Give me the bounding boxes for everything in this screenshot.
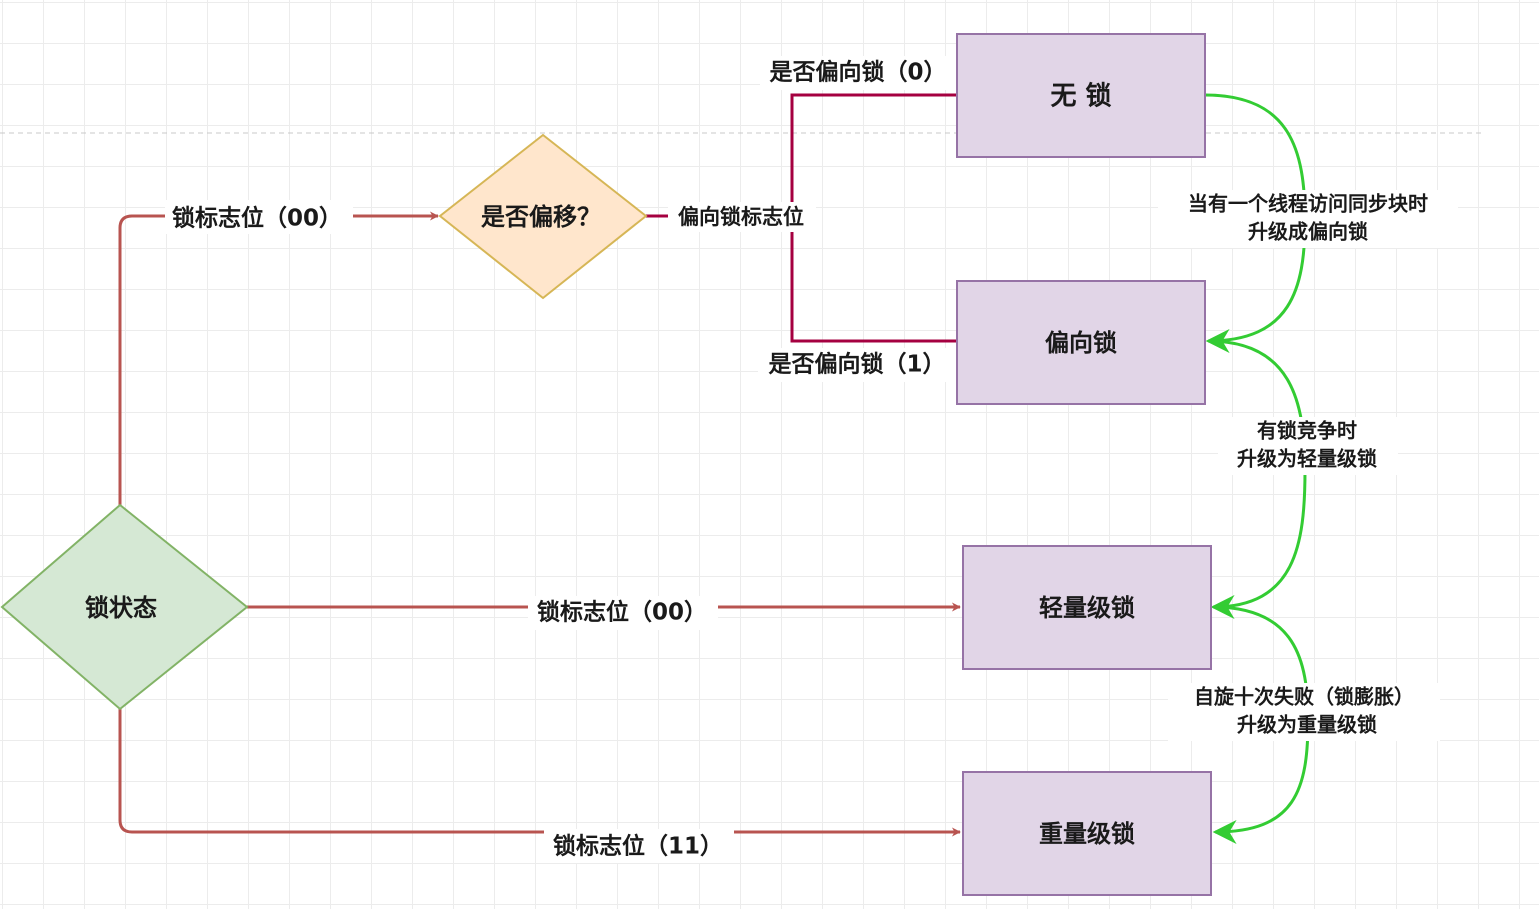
no-lock-label: 无 锁 xyxy=(1050,81,1111,112)
heavyweight-lock-label: 重量级锁 xyxy=(1039,820,1135,848)
lock-state-label: 锁状态 xyxy=(85,594,157,622)
edge-label-bg xyxy=(760,56,956,90)
edge-label-is-biased-1: 是否偏向锁（1） xyxy=(768,351,945,378)
heavyweight-lock-node[interactable] xyxy=(962,771,1212,896)
lock-state-node[interactable] xyxy=(0,503,249,711)
edge-label-upgrade-heavy-line2: 升级为重量级锁 xyxy=(1237,713,1377,737)
edge-label-upgrade-light-line2: 升级为轻量级锁 xyxy=(1237,447,1377,471)
edge-label-bg xyxy=(668,202,816,232)
edge-label-lock-flag-00-mid: 锁标志位（00） xyxy=(537,599,707,626)
edge-label-upgrade-light-line1: 有锁竞争时 xyxy=(1257,419,1357,443)
no-lock-node[interactable] xyxy=(956,33,1206,158)
edge-label-bg xyxy=(544,829,734,863)
edge-label-bg xyxy=(165,200,353,234)
edge-label-upgrade-heavy-line1: 自旋十次失败（锁膨胀） xyxy=(1194,685,1414,709)
edge-label-bg xyxy=(1168,683,1440,741)
lightweight-lock-label: 轻量级锁 xyxy=(1039,594,1135,622)
edge-label-biased-flag: 偏向锁标志位 xyxy=(678,205,804,229)
biased-lock-node[interactable] xyxy=(956,280,1206,405)
biased-lock-label: 偏向锁 xyxy=(1045,329,1117,357)
edge-label-lock-flag-00-top: 锁标志位（00） xyxy=(172,205,342,232)
edge-label-bg xyxy=(1158,190,1458,248)
edge-label-bg xyxy=(1218,417,1398,475)
edge-label-upgrade-biased-line2: 升级成偏向锁 xyxy=(1248,220,1368,244)
edge-label-bg xyxy=(528,596,718,630)
edge-label-is-biased-0: 是否偏向锁（0） xyxy=(769,59,946,86)
edge-state-to-heavyweight xyxy=(118,709,961,837)
edge-branch-to-states xyxy=(790,93,957,343)
edge-label-upgrade-biased-line1: 当有一个线程访问同步块时 xyxy=(1188,192,1428,216)
biased-check-label: 是否偏移？ xyxy=(481,203,601,231)
lightweight-lock-node[interactable] xyxy=(962,545,1212,670)
edge-state-to-biased-check xyxy=(118,211,439,505)
edge-label-bg xyxy=(758,348,956,382)
biased-check-node[interactable] xyxy=(438,133,648,300)
edge-label-lock-flag-11: 锁标志位（11） xyxy=(553,833,723,860)
